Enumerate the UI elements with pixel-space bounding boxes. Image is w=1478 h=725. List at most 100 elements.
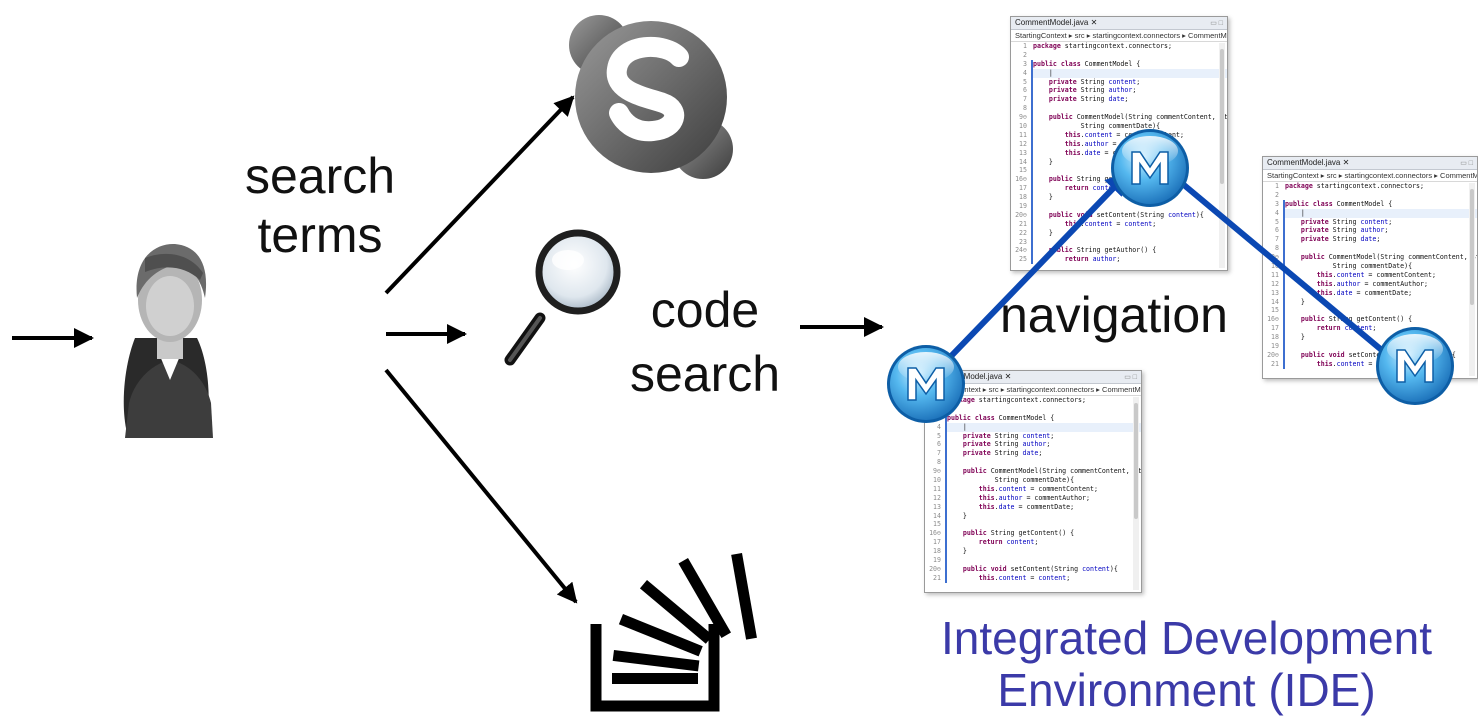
code-text: package startingcontext.connectors; [1285,182,1424,190]
line-number: 1 [1275,182,1279,190]
line-number: 2 [937,404,941,413]
code-text: public CommentModel(String commentConten… [1048,113,1227,122]
editor-scroll-thumb[interactable] [1220,49,1224,184]
code-text: private String author; [1300,226,1389,235]
code-line: 21 this.content = content; [925,573,1141,583]
code-text: public String getContent() { [1300,315,1413,324]
line-number: 10 [1011,122,1033,131]
line-number: 18 [1011,193,1033,203]
line-number: 9⊖ [1263,253,1285,263]
editor-tab[interactable]: CommentModel.java ✕ [1011,17,1227,30]
line-number: 2 [1275,190,1279,199]
line-number: 1 [937,396,941,404]
code-line: 7 private String date; [1011,95,1227,105]
line-number: 25 [1011,255,1033,265]
code-text: this.author = commentAuthor; [978,493,1091,502]
code-line: 17 return content; [1011,184,1227,194]
code-line: 4 | [925,422,1141,432]
line-number: 17 [1263,324,1285,334]
editor-scrollbar[interactable] [1469,183,1475,376]
editor-scrollbar[interactable] [1133,397,1139,590]
code-line: 16⊖ public String getContent() { [1263,315,1477,325]
code-line: 13 this.date = commentDate; [1263,288,1477,298]
code-text: return author; [1064,255,1121,264]
code-line: 20⊖ public void setContent(String conten… [1263,350,1477,360]
code-text: return content; [978,538,1039,547]
code-line: 21 this.content = content; [1011,219,1227,229]
code-text: } [1048,193,1053,202]
code-line: 4 | [1011,68,1227,78]
window-controls-icon[interactable]: ▭ □ [1124,374,1137,381]
line-number: 19 [925,556,947,565]
code-line: 19 [925,556,1141,565]
code-editor-window-right[interactable]: CommentModel.java ✕▭ □ StartingContext ▸ … [1262,156,1478,379]
code-editor-window-top[interactable]: CommentModel.java ✕▭ □ StartingContext ▸ … [1010,16,1228,271]
code-text: private String author; [962,440,1051,449]
code-text: public String getAuthor() { [1048,246,1157,255]
code-text: private String content; [962,431,1055,440]
code-editor-window-bottom[interactable]: CommentModel.java ✕▭ □ StartingContext ▸ … [924,370,1142,593]
code-text: public String getContent() { [1048,175,1161,184]
editor-tab[interactable]: CommentModel.java ✕ [1263,157,1477,170]
window-controls-icon[interactable]: ▭ □ [1460,160,1473,167]
line-number: 11 [1011,130,1033,140]
code-text [1033,202,1227,211]
line-number: 5 [925,431,947,441]
line-number: 9⊖ [1011,113,1033,123]
code-line: 18 } [925,547,1141,557]
line-number: 13 [1011,148,1033,158]
editor-scroll-thumb[interactable] [1134,403,1138,519]
code-line: 12 this.author = commentAuthor; [1011,139,1227,149]
code-text: String commentDate){ [1332,262,1413,271]
line-number: 11 [1263,270,1285,280]
editor-breadcrumb[interactable]: StartingContext ▸ src ▸ startingcontext.… [925,384,1141,396]
line-number: 4 [1263,208,1285,218]
code-text: public class CommentModel { [947,413,1055,422]
code-line: 24⊖ public String getAuthor() { [1011,246,1227,256]
editor-tab[interactable]: CommentModel.java ✕ [925,371,1141,384]
line-number: 18 [925,547,947,557]
code-text: this.content = commentContent; [1316,270,1436,279]
code-text: private String content; [1300,217,1393,226]
code-line: 8 [925,458,1141,468]
line-number: 16⊖ [925,529,947,539]
code-line: 13 this.date = commentDate; [925,502,1141,512]
label-search-terms-line1: search [244,148,396,204]
code-text: public class CommentModel { [1285,199,1393,208]
code-text: } [962,511,967,520]
code-text: this.date = commentDate; [978,502,1075,511]
code-text [1033,166,1227,175]
arrow-to-skype [384,95,575,295]
code-line: 16⊖ public String getContent() { [1011,175,1227,185]
editor-scrollbar[interactable] [1219,43,1225,268]
line-number: 21 [1011,219,1033,229]
line-number: 6 [1263,226,1285,236]
code-text: | [1033,68,1227,78]
code-line: 9⊖ public CommentModel(String commentCon… [1263,253,1477,263]
line-number: 12 [1011,139,1033,149]
code-text [1033,104,1227,113]
code-text: } [962,547,967,556]
line-number: 14 [925,511,947,521]
code-line: 19 [1011,202,1227,211]
code-text: this.content = commentContent; [978,484,1098,493]
line-number: 11 [925,484,947,494]
editor-breadcrumb[interactable]: StartingContext ▸ src ▸ startingcontext.… [1263,170,1477,182]
code-line: 12 this.author = commentAuthor; [925,493,1141,503]
code-line: 8 [1011,104,1227,114]
line-number: 8 [925,458,947,468]
line-number: 7 [925,449,947,459]
code-line: 15 [1263,306,1477,316]
editor-breadcrumb[interactable]: StartingContext ▸ src ▸ startingcontext.… [1011,30,1227,42]
code-line: 10 String commentDate){ [1011,122,1227,131]
code-text: } [1300,297,1305,306]
window-controls-icon[interactable]: ▭ □ [1210,20,1223,27]
line-number: 16⊖ [1011,175,1033,185]
editor-scroll-thumb[interactable] [1470,189,1474,305]
line-number: 20⊖ [1263,350,1285,360]
